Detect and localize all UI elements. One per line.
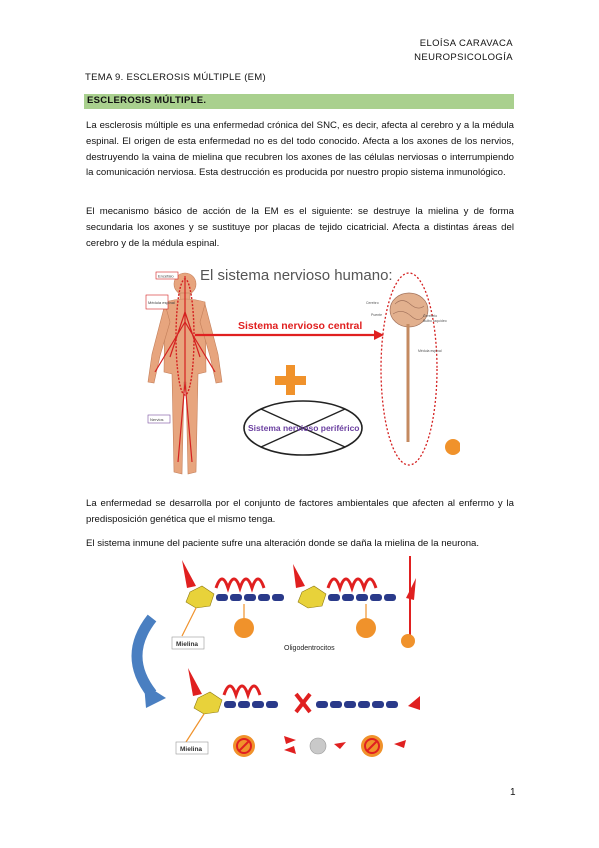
neuron-body-icon <box>297 585 327 609</box>
topic-title: TEMA 9. ESCLEROSIS MÚLTIPLE (EM) <box>85 72 266 83</box>
mielina-label-box <box>175 741 209 755</box>
paragraph-4: El sistema inmune del paciente sufre una… <box>86 538 480 549</box>
nervous-system-figure: Encéfalo Médula espinal Nervios El siste… <box>145 267 460 475</box>
paragraph-3: La enfermedad se desarrolla por el conju… <box>86 498 514 525</box>
paragraph-2: El mecanismo básico de acción de la EM e… <box>86 206 514 249</box>
red-arrow-icon <box>293 564 305 588</box>
section-title: ESCLEROSIS MÚLTIPLE. <box>87 95 207 106</box>
subject-header: NEUROPSICOLOGÍA <box>414 52 513 63</box>
red-arrow-icon <box>408 696 420 710</box>
cerebelo-label: Cerebelo <box>423 314 437 318</box>
medula-label: Médula espinal <box>148 300 175 305</box>
cns-highlight-ellipse <box>175 278 195 396</box>
curved-blue-arrow-head <box>144 684 166 708</box>
figure1-title: El sistema nervioso humano: <box>200 267 393 284</box>
encefalo-label-box <box>155 271 179 280</box>
neuron-body-icon <box>193 691 223 715</box>
cns-label: Sistema nervioso central <box>238 320 362 332</box>
mielina-label-1: Mielina <box>176 641 198 648</box>
mielina-label-2: Mielina <box>180 746 202 753</box>
grey-cell-icon <box>309 737 327 755</box>
brain-highlight-ellipse <box>380 272 438 466</box>
medula-label-box <box>145 294 169 310</box>
small-red-arrows <box>284 736 296 754</box>
top-neuron-row: Mielina Oligodentrocitos <box>171 556 416 652</box>
blocked-oligodendrocyte-icon <box>233 735 255 757</box>
myelin-wave <box>214 577 266 593</box>
nervios-label-box <box>147 414 171 424</box>
myelin-wave <box>326 577 378 593</box>
myelin-wave <box>222 684 262 700</box>
mielina-label-box <box>171 636 205 650</box>
neuron-body-icon <box>185 585 215 609</box>
puente-label: Puente <box>371 313 382 317</box>
peripheral-label: Sistema nervioso periférico <box>248 423 360 433</box>
author-header: ELOÍSA CARAVACA <box>419 38 513 49</box>
orange-dot <box>401 634 415 648</box>
cross-line-2 <box>260 408 346 448</box>
encefalo-label: Encéfalo <box>158 274 174 279</box>
section-band: ESCLEROSIS MÚLTIPLE. <box>84 94 514 109</box>
red-arrow-icon <box>188 668 202 696</box>
bottom-neuron-row: Mielina <box>175 668 420 757</box>
bulbo-label: Bulbo raquídeo <box>423 319 447 323</box>
red-arrow-icon <box>182 560 196 588</box>
myelin-damage-figure: Mielina Oligodentrocitos Mielina <box>131 556 420 757</box>
nervios-label: Nervios <box>150 417 164 422</box>
medula-right-label: Médula espinal <box>418 349 442 353</box>
red-x-icon <box>294 692 312 714</box>
oligodendrocyte-icon <box>356 618 376 638</box>
paragraph-1: La esclerosis múltiple es una enfermedad… <box>86 120 514 179</box>
nerve-lines <box>154 276 216 463</box>
oligodendrocyte-icon <box>234 618 254 638</box>
blocked-oligodendrocyte-icon <box>361 735 383 757</box>
cerebro-label: Cerebro <box>366 301 379 305</box>
orange-circle <box>445 439 460 455</box>
page-number: 1 <box>510 787 516 798</box>
plus-sign <box>275 365 306 395</box>
curved-blue-arrow <box>131 614 157 698</box>
oligo-label: Oligodentrocitos <box>284 645 335 652</box>
cns-arrow-head <box>374 330 384 340</box>
